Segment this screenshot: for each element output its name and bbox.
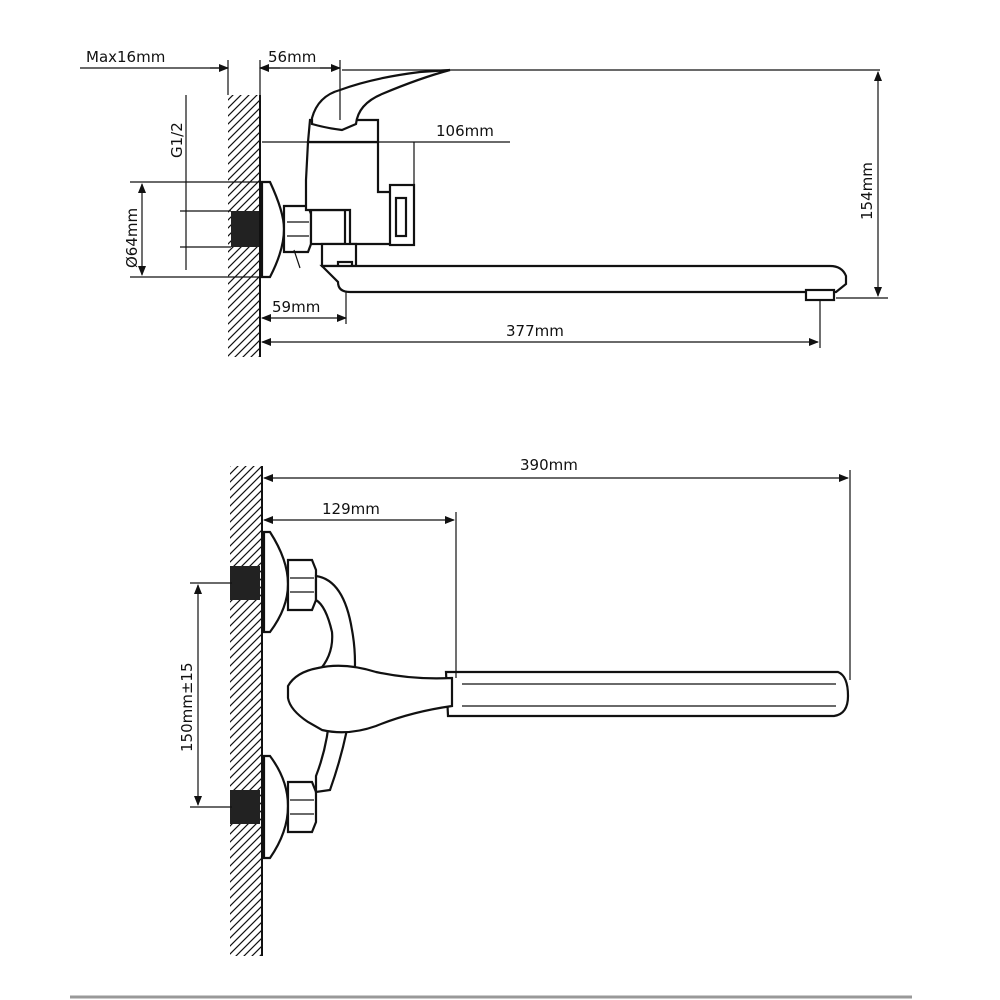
side-flange: [260, 180, 286, 279]
dim-handle-offset: 56mm: [268, 48, 316, 66]
dim-total-length: 390mm: [520, 456, 578, 474]
side-aerator: [804, 288, 836, 302]
top-upper-insert: [230, 566, 260, 600]
dim-outlet-depth: 106mm: [436, 122, 494, 140]
side-valve-body: [304, 140, 394, 246]
dim-wall-thickness: Max16mm: [86, 48, 165, 66]
dim-center-distance: 150mm±15: [178, 662, 196, 752]
top-spout: [444, 670, 850, 718]
side-wall-insert: [231, 211, 259, 247]
top-lower-nut: [286, 780, 318, 834]
side-handle-lever: [310, 68, 451, 132]
side-spout: [319, 264, 848, 294]
side-view: Max16mm 56mm 154mm 106mm G1/2 Ø64mm 59mm…: [80, 48, 888, 357]
top-wall-hatch: [230, 466, 262, 956]
dim-handle-reach: 129mm: [322, 500, 380, 518]
side-nut: [282, 204, 313, 254]
top-lower-flange: [262, 754, 290, 860]
dim-base-offset: 59mm: [272, 298, 320, 316]
top-upper-nut: [286, 558, 318, 612]
top-upper-flange: [262, 530, 290, 634]
dim-total-height: 154mm: [858, 162, 876, 220]
top-lower-insert: [230, 790, 260, 824]
dim-flange: Ø64mm: [123, 208, 141, 268]
side-eccentric: [309, 208, 347, 246]
dim-spout-reach: 377mm: [506, 322, 564, 340]
top-view: 390mm 129mm 150mm±15: [178, 456, 851, 956]
top-handle-lever: [286, 664, 454, 734]
dim-thread: G1/2: [168, 122, 186, 158]
